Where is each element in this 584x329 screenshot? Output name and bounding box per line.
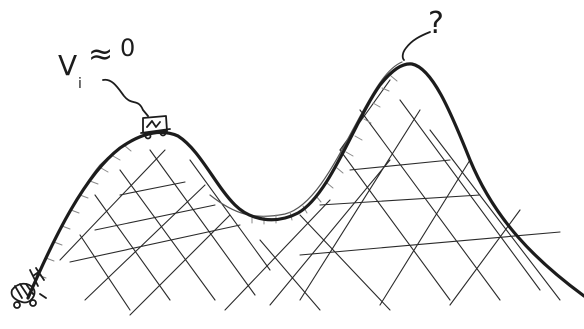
- coaster-track: [30, 62, 402, 292]
- velocity-symbol: V: [58, 49, 77, 82]
- roller-coaster-cart-icon: [141, 116, 170, 139]
- approx-symbol: ≈: [88, 37, 113, 72]
- hill-outline: [28, 64, 584, 298]
- leader-line-question: [403, 32, 430, 60]
- leader-line-velocity: [103, 80, 148, 116]
- zero-value: 0: [120, 34, 135, 62]
- velocity-annotation: V i ≈ 0: [58, 34, 135, 92]
- question-mark: ?: [428, 6, 444, 41]
- velocity-subscript: i: [78, 76, 82, 92]
- rider-scribble: [12, 268, 46, 308]
